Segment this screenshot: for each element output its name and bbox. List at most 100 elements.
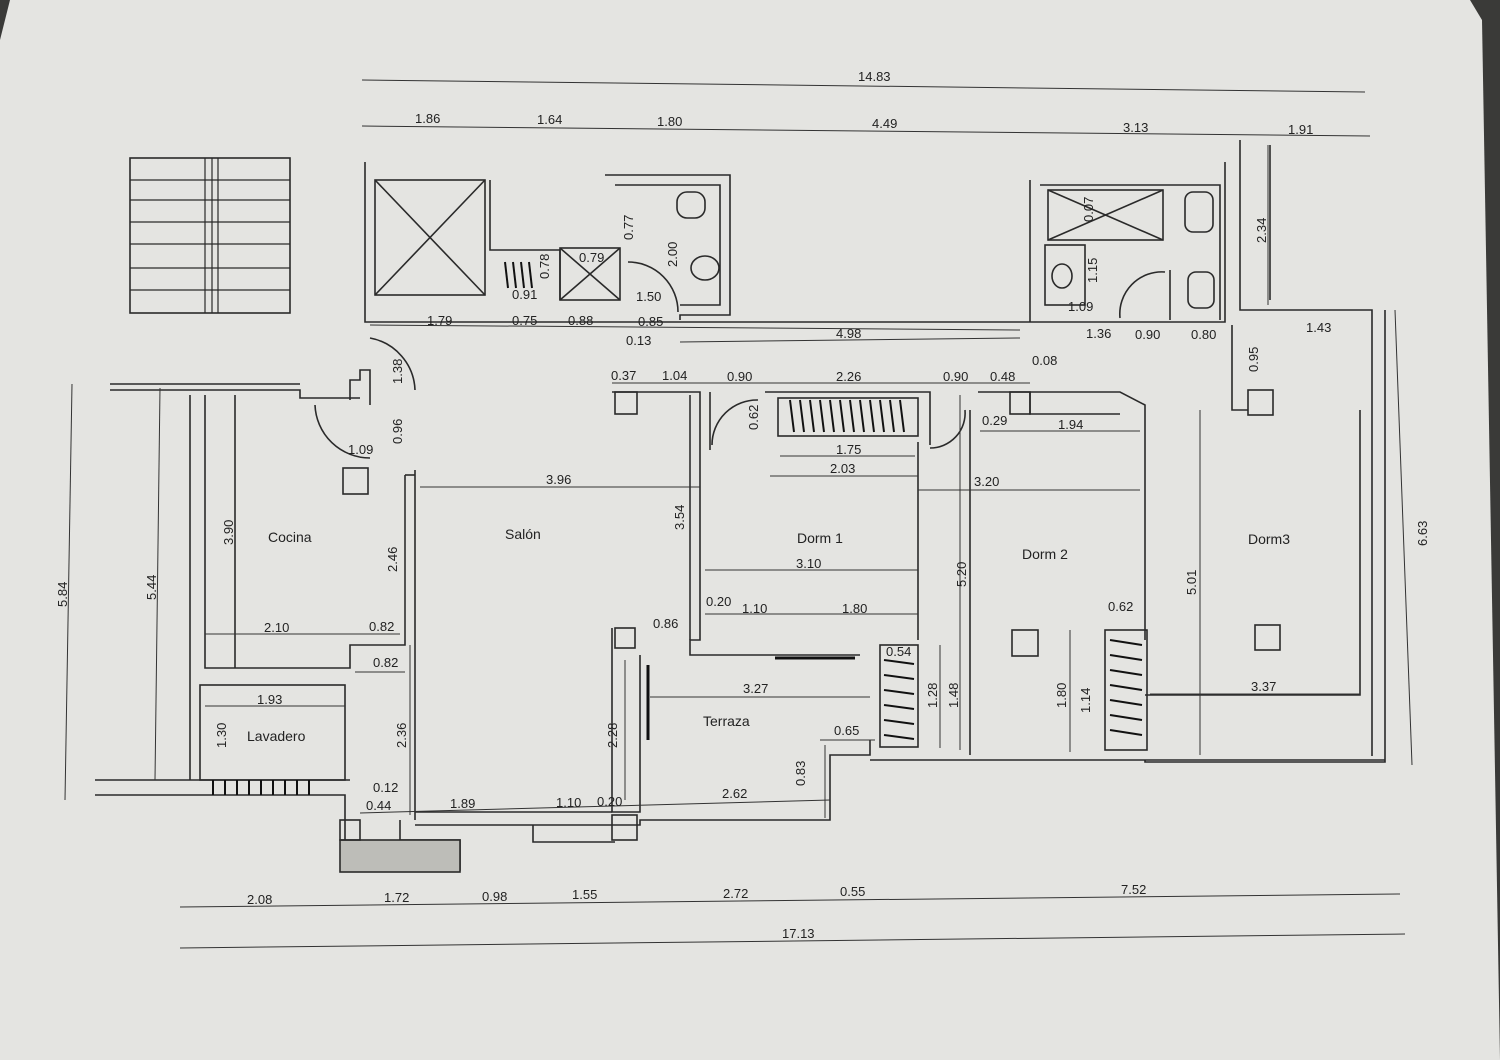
dim-label: 0.62 <box>746 405 761 430</box>
dim-label: 0.91 <box>512 287 537 302</box>
dim-label: 0.12 <box>373 780 398 795</box>
wardrobe-dorm2 <box>1104 629 1148 751</box>
dim-label: 0.88 <box>568 313 593 328</box>
dim-label: 1.09 <box>1068 299 1093 314</box>
dim-label: 1.79 <box>427 313 452 328</box>
dim-label: 1.50 <box>636 289 661 304</box>
dim-label: 0.44 <box>366 798 391 813</box>
dim-label: 0.98 <box>482 889 507 904</box>
dim-label: 1.64 <box>537 112 562 127</box>
dim-label: 3.27 <box>743 681 768 696</box>
dim-label: 0.08 <box>1032 353 1057 368</box>
dim-label: 2.03 <box>830 461 855 476</box>
dim-label: 0.75 <box>512 313 537 328</box>
room-label-terraza: Terraza <box>703 713 750 729</box>
dim-label: 1.04 <box>662 368 687 383</box>
dim-label: 1.48 <box>946 683 961 708</box>
dim-label: 0.90 <box>943 369 968 384</box>
dimension-lines <box>64 79 1413 949</box>
elevator-shaft <box>374 179 486 296</box>
dim-label: 0.96 <box>390 419 405 444</box>
dim-label: 1.80 <box>842 601 867 616</box>
dim-label: 1.09 <box>348 442 373 457</box>
room-label-dorm3: Dorm3 <box>1248 531 1290 547</box>
dim-label: 3.54 <box>672 505 687 530</box>
dim-label: 2.46 <box>385 547 400 572</box>
dim-label: 1.80 <box>1054 683 1069 708</box>
dim-label: 2.36 <box>394 723 409 748</box>
dim-label: 3.96 <box>546 472 571 487</box>
dim-label: 0.79 <box>579 250 604 265</box>
dim-label: 1.10 <box>556 795 581 810</box>
dim-label: 1.14 <box>1078 688 1093 713</box>
dim-label: 2.10 <box>264 620 289 635</box>
dim-label: 5.44 <box>144 575 159 600</box>
dim-label: 1.36 <box>1086 326 1111 341</box>
dim-label: 0.65 <box>834 723 859 738</box>
dim-label: 0.55 <box>840 884 865 899</box>
room-label-dorm1: Dorm 1 <box>797 530 843 546</box>
dim-label: 0.80 <box>1191 327 1216 342</box>
room-labels: Cocina Salón Dorm 1 Dorm 2 Dorm3 Lavader… <box>247 526 1290 744</box>
dim-label: 0.82 <box>373 655 398 670</box>
dim-label: 2.34 <box>1254 218 1269 243</box>
room-label-cocina: Cocina <box>268 529 312 545</box>
dim-label: 0.78 <box>537 254 552 279</box>
dim-label: 2.26 <box>836 369 861 384</box>
dim-label: 1.80 <box>657 114 682 129</box>
dim-label: 14.83 <box>858 69 891 84</box>
dim-label: 1.38 <box>390 359 405 384</box>
dim-label: 3.37 <box>1251 679 1276 694</box>
dim-label: 1.89 <box>450 796 475 811</box>
dim-label: 7.52 <box>1121 882 1146 897</box>
stairs <box>129 157 291 314</box>
dim-label: 2.72 <box>723 886 748 901</box>
dim-label: 0.77 <box>621 215 636 240</box>
dim-label: 1.10 <box>742 601 767 616</box>
dim-label: 3.90 <box>221 520 236 545</box>
dim-label: 1.30 <box>214 723 229 748</box>
dim-label: 1.86 <box>415 111 440 126</box>
dim-label: 3.13 <box>1123 120 1148 135</box>
dim-label: 5.01 <box>1184 570 1199 595</box>
dim-label: 3.20 <box>974 474 999 489</box>
dim-label: 1.72 <box>384 890 409 905</box>
planter <box>339 839 461 873</box>
dim-label: 1.55 <box>572 887 597 902</box>
dim-label: 1.91 <box>1288 122 1313 137</box>
dim-label: 17.13 <box>782 926 815 941</box>
hatching <box>212 261 1143 795</box>
dim-label: 1.94 <box>1058 417 1083 432</box>
dim-label: 0.62 <box>1108 599 1133 614</box>
dim-label: 0.48 <box>990 369 1015 384</box>
dim-label: 0.90 <box>1135 327 1160 342</box>
room-label-lavadero: Lavadero <box>247 728 306 744</box>
dim-label: 0.20 <box>597 794 622 809</box>
dim-label: 0.29 <box>982 413 1007 428</box>
dim-label: 0.54 <box>886 644 911 659</box>
dim-label: 0.85 <box>638 314 663 329</box>
dim-label: 0.07 <box>1081 197 1096 222</box>
dim-label: 0.86 <box>653 616 678 631</box>
dim-label: 4.98 <box>836 326 861 341</box>
dim-label: 4.49 <box>872 116 897 131</box>
dim-label: 0.83 <box>793 761 808 786</box>
dim-label: 6.63 <box>1415 521 1430 546</box>
dim-label: 1.75 <box>836 442 861 457</box>
dim-label: 1.28 <box>925 683 940 708</box>
dim-label: 0.82 <box>369 619 394 634</box>
wardrobe-dorm1 <box>777 397 919 437</box>
dim-label: 1.43 <box>1306 320 1331 335</box>
dim-label: 2.08 <box>247 892 272 907</box>
dimension-labels: 14.83 1.86 1.64 1.80 4.49 3.13 1.91 2.34… <box>55 69 1430 941</box>
dim-label: 3.10 <box>796 556 821 571</box>
dim-label: 2.62 <box>722 786 747 801</box>
dim-label: 2.28 <box>605 723 620 748</box>
room-label-dorm2: Dorm 2 <box>1022 546 1068 562</box>
dim-label: 5.20 <box>954 562 969 587</box>
dim-label: 0.95 <box>1246 347 1261 372</box>
dim-label: 2.00 <box>665 242 680 267</box>
room-label-salon: Salón <box>505 526 541 542</box>
dim-label: 0.37 <box>611 368 636 383</box>
